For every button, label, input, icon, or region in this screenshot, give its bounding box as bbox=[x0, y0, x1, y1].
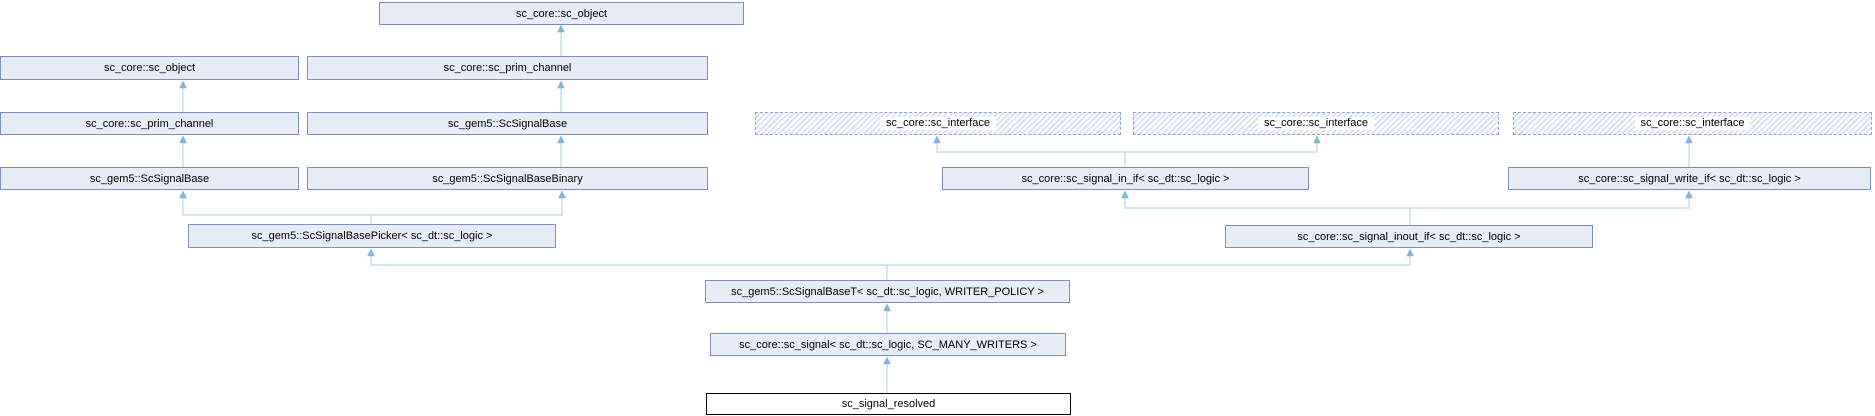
edge-baset-rail bbox=[370, 254, 1411, 266]
class-node-scsignalbase-left[interactable]: sc_gem5::ScSignalBase bbox=[0, 167, 299, 190]
class-label: sc_gem5::ScSignalBase bbox=[89, 172, 210, 185]
class-label: sc_core::sc_signal_write_if< sc_dt::sc_l… bbox=[1578, 172, 1801, 185]
class-label: sc_core::sc_prim_channel bbox=[443, 62, 572, 74]
arrowhead bbox=[367, 248, 375, 257]
class-node-sc-signal-resolved[interactable]: sc_signal_resolved bbox=[706, 393, 1071, 415]
arrowhead bbox=[933, 135, 941, 144]
class-label: sc_core::sc_interface bbox=[1634, 117, 1751, 130]
arrowhead bbox=[557, 24, 565, 33]
arrowhead bbox=[1313, 135, 1321, 144]
edge-picker-rail bbox=[182, 196, 563, 216]
class-node-scsignalbasepicker[interactable]: sc_gem5::ScSignalBasePicker< sc_dt::sc_l… bbox=[188, 224, 556, 248]
arrowhead bbox=[179, 80, 187, 89]
arrowhead bbox=[179, 135, 187, 144]
arrowhead bbox=[557, 135, 565, 144]
class-node-scsignalbasebinary[interactable]: sc_gem5::ScSignalBaseBinary bbox=[307, 167, 708, 190]
class-label: sc_gem5::ScSignalBasePicker< sc_dt::sc_l… bbox=[251, 230, 493, 242]
class-label: sc_core::sc_object bbox=[515, 7, 608, 20]
class-node-sc-interface-1[interactable]: sc_core::sc_interface bbox=[755, 112, 1121, 135]
class-label: sc_gem5::ScSignalBaseBinary bbox=[432, 172, 583, 185]
class-node-sc-interface-2[interactable]: sc_core::sc_interface bbox=[1133, 112, 1499, 135]
arrowhead bbox=[557, 80, 565, 89]
class-label: sc_core::sc_signal_in_if< sc_dt::sc_logi… bbox=[1021, 172, 1230, 185]
class-node-sc-object-left[interactable]: sc_core::sc_object bbox=[0, 56, 299, 80]
class-label: sc_gem5::ScSignalBaseT< sc_dt::sc_logic,… bbox=[731, 285, 1044, 298]
arrowhead bbox=[1685, 190, 1693, 199]
arrowhead bbox=[558, 190, 566, 199]
class-node-sc-signal[interactable]: sc_core::sc_signal< sc_dt::sc_logic, SC_… bbox=[710, 333, 1066, 356]
arrowhead bbox=[883, 356, 891, 365]
class-node-sc-object-top[interactable]: sc_core::sc_object bbox=[379, 2, 744, 25]
arrowhead bbox=[1406, 248, 1414, 257]
arrowhead bbox=[1121, 190, 1129, 199]
class-label: sc_core::sc_prim_channel bbox=[85, 117, 214, 130]
class-node-scsignalbaset[interactable]: sc_gem5::ScSignalBaseT< sc_dt::sc_logic,… bbox=[705, 280, 1070, 303]
edge-inout-if-rail bbox=[1124, 196, 1690, 209]
class-label: sc_core::sc_signal< sc_dt::sc_logic, SC_… bbox=[739, 338, 1037, 351]
class-label: sc_gem5::ScSignalBase bbox=[447, 117, 568, 130]
class-node-sc-signal-inout-if[interactable]: sc_core::sc_signal_inout_if< sc_dt::sc_l… bbox=[1225, 225, 1593, 248]
class-label: sc_signal_resolved bbox=[841, 398, 936, 410]
class-node-sc-signal-in-if[interactable]: sc_core::sc_signal_in_if< sc_dt::sc_logi… bbox=[942, 167, 1309, 190]
arrowhead bbox=[883, 303, 891, 312]
class-node-scsignalbase-mid[interactable]: sc_gem5::ScSignalBase bbox=[307, 112, 708, 135]
class-label: sc_core::sc_object bbox=[103, 62, 196, 74]
class-node-sc-prim-channel-left[interactable]: sc_core::sc_prim_channel bbox=[0, 112, 299, 135]
class-label: sc_core::sc_interface bbox=[1258, 117, 1374, 130]
class-node-sc-signal-write-if[interactable]: sc_core::sc_signal_write_if< sc_dt::sc_l… bbox=[1508, 167, 1871, 190]
edge-in-if-rail bbox=[936, 141, 1318, 153]
arrowhead bbox=[1685, 135, 1693, 144]
class-node-sc-prim-channel-mid[interactable]: sc_core::sc_prim_channel bbox=[307, 56, 708, 80]
arrowhead bbox=[179, 190, 187, 199]
class-label: sc_core::sc_interface bbox=[880, 117, 996, 130]
class-node-sc-interface-3[interactable]: sc_core::sc_interface bbox=[1513, 112, 1872, 135]
class-label: sc_core::sc_signal_inout_if< sc_dt::sc_l… bbox=[1297, 230, 1521, 243]
